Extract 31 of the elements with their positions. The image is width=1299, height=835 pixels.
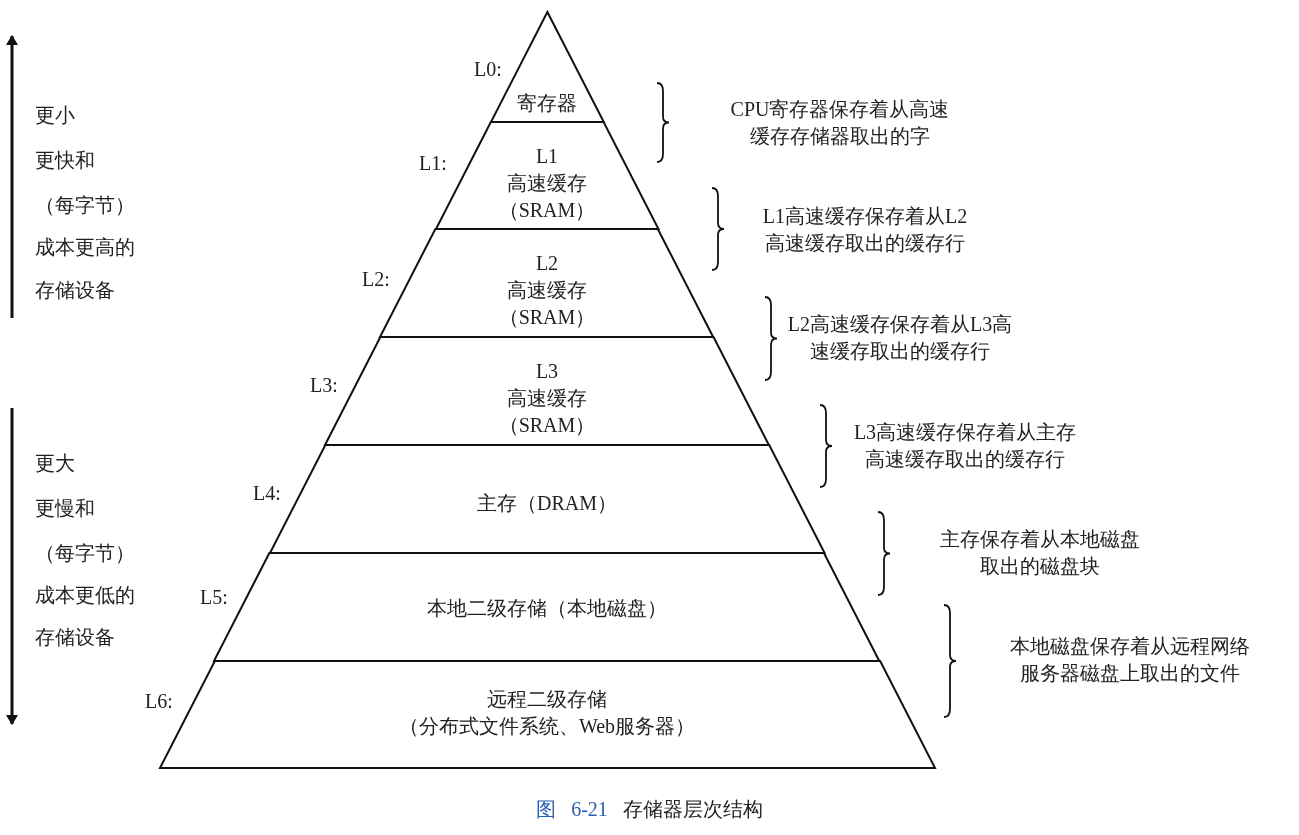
- side-text: 更慢和: [35, 496, 95, 521]
- side-text: 成本更高的: [35, 235, 135, 260]
- level-text: 高速缓存: [506, 171, 588, 196]
- side-text: 更快和: [35, 148, 95, 173]
- level-label: L6:: [145, 689, 173, 714]
- level-text: （分布式文件系统、Web服务器）: [397, 714, 697, 739]
- side-text: 存储设备: [35, 625, 115, 650]
- side-text: 成本更低的: [35, 583, 135, 608]
- level-description: 本地磁盘保存着从远程网络服务器磁盘上取出的文件: [1009, 634, 1251, 686]
- level-text: （SRAM）: [497, 413, 597, 438]
- level-label: L4:: [253, 481, 281, 506]
- level-label: L2:: [362, 267, 390, 292]
- level-text: 寄存器: [516, 91, 578, 116]
- side-text: （每字节）: [35, 193, 135, 218]
- side-text: 更小: [35, 103, 75, 128]
- level-description: L1高速缓存保存着从L2高速缓存取出的缓存行: [761, 204, 969, 256]
- level-text: （SRAM）: [497, 198, 597, 223]
- level-description: L2高速缓存保存着从L3高速缓存取出的缓存行: [787, 312, 1013, 364]
- level-description: CPU寄存器保存着从高速缓存存储器取出的字: [729, 97, 951, 149]
- level-description: L3高速缓存保存着从主存高速缓存取出的缓存行: [852, 420, 1078, 472]
- level-label: L3:: [310, 373, 338, 398]
- side-text: 更大: [35, 451, 75, 476]
- level-label: L1:: [419, 151, 447, 176]
- figure-caption: 图 6-21 存储器层次结构: [535, 797, 764, 822]
- level-text: L2: [534, 251, 560, 276]
- level-description: 主存保存着从本地磁盘取出的磁盘块: [939, 527, 1141, 579]
- side-text: （每字节）: [35, 541, 135, 566]
- level-text: （SRAM）: [497, 305, 597, 330]
- level-label: L0:: [474, 57, 502, 82]
- level-label: L5:: [200, 585, 228, 610]
- side-text: 存储设备: [35, 278, 115, 303]
